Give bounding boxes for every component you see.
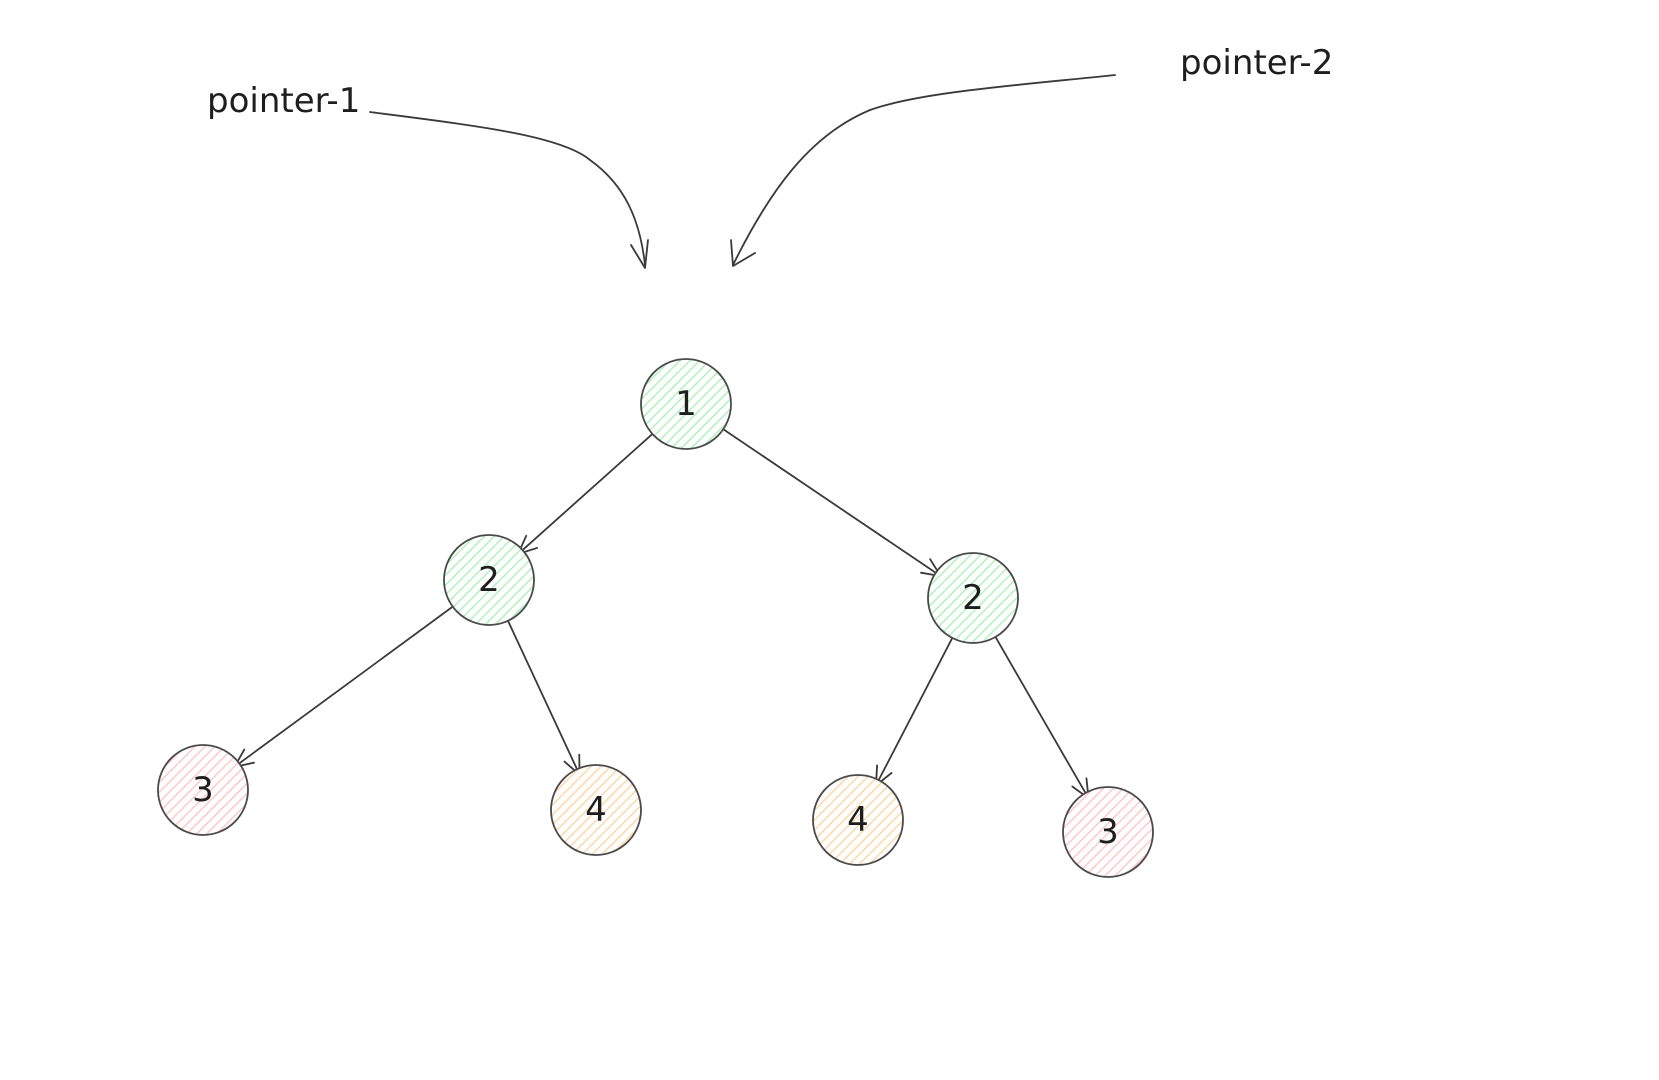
tree-node-n4l: 4 xyxy=(550,764,642,856)
nodes-layer: 1 2 2 3 4 4 3 xyxy=(157,358,1154,878)
edge-n1-n2r xyxy=(722,428,942,578)
tree-node-n4r: 4 xyxy=(812,774,904,866)
pointer-2-label: pointer-2 xyxy=(1180,43,1333,83)
tree-node-value: 3 xyxy=(192,770,214,810)
tree-node-circle xyxy=(550,764,642,856)
tree-node-n3r: 3 xyxy=(1062,786,1154,878)
tree-node-value: 2 xyxy=(962,578,984,618)
edge-n2l-n4l xyxy=(507,619,581,776)
edge-n2l-n3l xyxy=(233,605,454,768)
tree-node-circle xyxy=(640,358,732,450)
pointer-2-arrow xyxy=(730,74,1116,267)
tree-node-n2r: 2 xyxy=(927,552,1019,644)
tree-node-circle xyxy=(443,534,535,626)
tree-node-circle xyxy=(157,744,249,836)
edge-n2r-n4r xyxy=(875,637,954,787)
tree-node-value: 4 xyxy=(585,790,607,830)
tree-node-n1: 1 xyxy=(640,358,732,450)
pointer-1-label: pointer-1 xyxy=(207,81,360,121)
edge-n2r-n3r xyxy=(994,636,1090,800)
tree-node-value: 2 xyxy=(478,560,500,600)
edge-n1-n2l xyxy=(517,433,654,555)
edges-layer xyxy=(233,428,1090,800)
pointer-1-arrow xyxy=(369,111,649,269)
tree-node-n3l: 3 xyxy=(157,744,249,836)
tree-node-circle xyxy=(812,774,904,866)
tree-node-value: 1 xyxy=(675,384,697,424)
tree-node-value: 4 xyxy=(847,800,869,840)
tree-node-value: 3 xyxy=(1097,812,1119,852)
tree-node-circle xyxy=(1062,786,1154,878)
tree-node-circle xyxy=(927,552,1019,644)
tree-node-n2l: 2 xyxy=(443,534,535,626)
